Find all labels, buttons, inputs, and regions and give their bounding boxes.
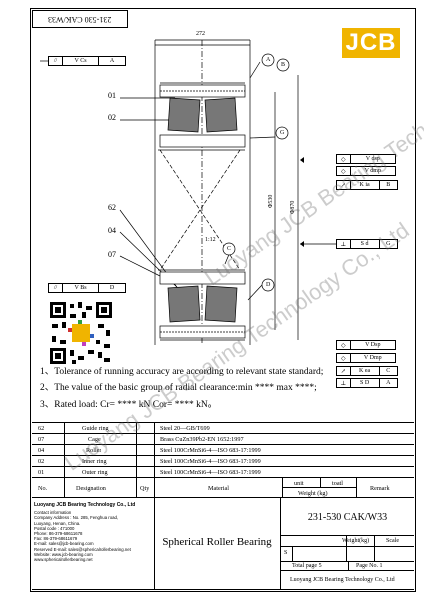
datum-g: G [280,130,285,136]
title-part-code: 231-530 CAK/W33 [307,512,388,523]
table-row: 62 Guide ring Steel 20—GB/T699 [32,422,414,433]
jcb-logo: JCB [342,28,400,58]
table-row: 02 Inner ring Steel 100CrMnSi6-4—ISO 683… [32,455,414,466]
datum-a: A [266,57,271,63]
company-info: Luoyang JCB Bearing Technology Co., Ltd … [34,502,136,563]
callout-02: 02 [108,113,116,122]
gdt-frame-kea: ↗ K ea C [336,366,398,376]
gdt-frame-vdmp-outer: ◇ V Dmp [336,353,396,363]
table-row: 07 Cage Brass CuZn39Pb2-EN 1652:1997 [32,433,414,444]
table-header: No. Designation Qty Material unit toatl … [32,477,414,498]
title-block [32,498,414,590]
datum-d: D [266,282,271,288]
sheet-border [30,8,416,592]
footer-company: Luoyang JCB Bearing Technology Co., Ltd [290,577,395,583]
datum-b: B [281,62,286,68]
callout-62: 62 [108,203,116,212]
table-row: 04 Roller Steel 100CrMnSi6-4—ISO 683-17:… [32,444,414,455]
total-page: Total page 5 [292,563,322,569]
dim-width: 272 [196,31,205,37]
note-2: 2、The value of the basic group of radial… [40,383,317,393]
weight-label: Weight(kg) [342,538,370,544]
callout-07: 07 [108,250,116,259]
part-code-box: 231-530 CAK/W33 [32,10,128,28]
datum-c: C [227,246,232,252]
callout-01: 01 [108,91,116,100]
scale-label: Scale [386,538,399,544]
s-label: S [284,550,288,556]
callout-04: 04 [108,226,116,235]
gdt-frame-sd-outer: ⊥ S D A [336,378,398,388]
gdt-frame-vdsp: ◇ V dsp [336,154,396,164]
gdt-frame-kia: ↗ K ia B [336,180,398,190]
gdt-frame-vdmp: ◇ V dmp [336,166,396,176]
qr-code-icon [48,300,114,366]
note-1: 1、Tolerance of running accuracy are acco… [40,367,324,377]
note-3: 3、Rated load: Cr= **** kN Cor= **** kN。 [40,400,218,410]
table-row: 01 Outer ring Steel 100CrMnSi6-4—ISO 683… [32,466,414,477]
page-no: Page No. 1 [356,563,383,569]
bearing-section-drawing [40,39,336,345]
dim-bore: Φ530 [268,194,274,208]
gdt-frame-vcs: // V Cs A [48,56,126,66]
gdt-frame-vbs: // V Bs D [48,283,126,293]
gdt-frame-vdsp-outer: ◇ V Dsp [336,340,396,350]
gdt-frame-sd: ⊥ S d G [336,239,398,249]
product-name: Spherical Roller Bearing [162,536,272,548]
taper-label: 1:12 [205,237,216,243]
